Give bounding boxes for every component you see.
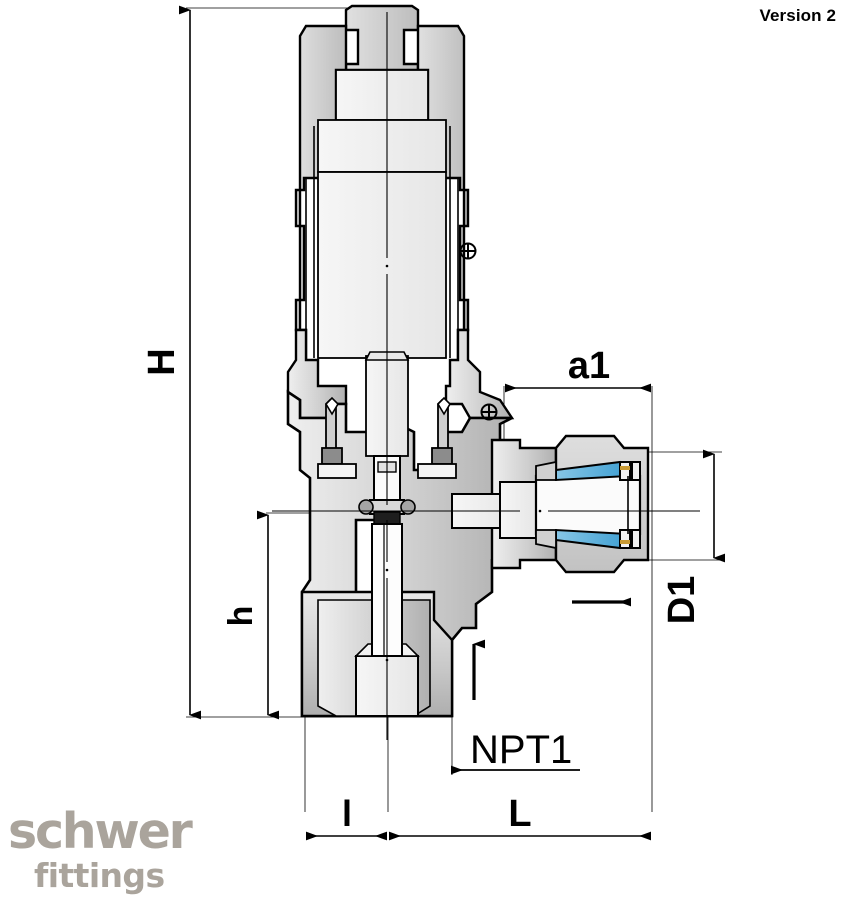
circled-cross-symbol bbox=[459, 242, 477, 260]
callout-NPT1: NPT1 bbox=[451, 728, 580, 775]
centerlines bbox=[272, 12, 700, 740]
dimension-label-a1: a1 bbox=[568, 345, 610, 387]
dimension-D1: D1 bbox=[661, 449, 725, 625]
dimension-a1: a1 bbox=[505, 345, 651, 393]
dimension-label-H: H bbox=[141, 348, 183, 375]
dimension-h: h bbox=[222, 510, 279, 720]
dimension-L: L bbox=[389, 793, 651, 841]
dimension-label-L: L bbox=[508, 793, 531, 835]
dimension-label-D1: D1 bbox=[661, 576, 703, 625]
callout-label-NPT1: NPT1 bbox=[470, 728, 572, 772]
dimension-l: l bbox=[306, 793, 387, 841]
schwer-fittings-logo: schwer fittings bbox=[6, 803, 206, 901]
dimension-label-h: h bbox=[222, 606, 260, 627]
logo-secondary-word: fittings bbox=[34, 855, 165, 895]
version-label: Version 2 bbox=[759, 6, 836, 25]
dimension-H: H bbox=[141, 5, 201, 720]
circled-cross-symbol bbox=[480, 403, 498, 421]
valve-geometry bbox=[286, 4, 650, 718]
logo-primary-word: schwer bbox=[8, 803, 193, 860]
dimension-label-l: l bbox=[342, 793, 352, 834]
